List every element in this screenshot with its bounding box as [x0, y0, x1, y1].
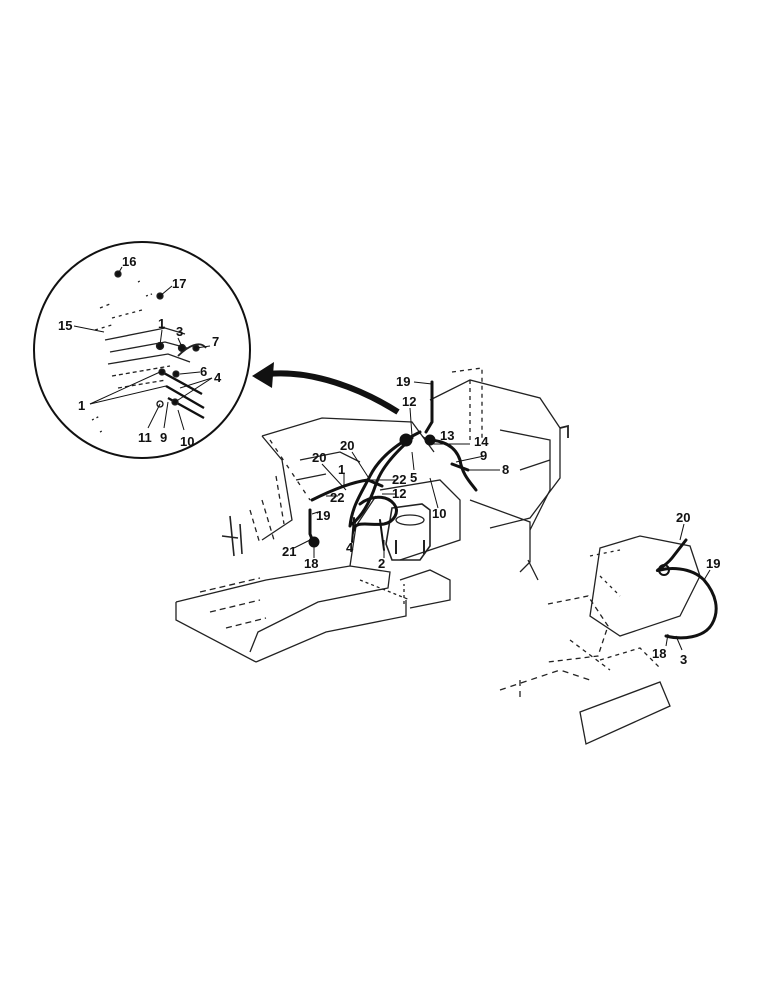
callout-4: 4 [214, 370, 222, 385]
rear-leaders [665, 523, 711, 651]
callout-15: 15 [58, 318, 72, 333]
callout-18: 18 [652, 646, 666, 661]
main-leaders [293, 381, 500, 558]
callout-1: 1 [78, 398, 85, 413]
callout-2: 2 [378, 556, 385, 571]
callout-1: 1 [338, 462, 345, 477]
callout-19: 19 [396, 374, 410, 389]
callout-1: 1 [158, 316, 165, 331]
callout-10: 10 [432, 506, 446, 521]
detail-circle [33, 241, 251, 459]
callout-19: 19 [706, 556, 720, 571]
callout-22: 22 [330, 490, 344, 505]
callout-3: 3 [176, 324, 183, 339]
callout-6: 6 [200, 364, 207, 379]
callout-20: 20 [676, 510, 690, 525]
callout-20: 20 [340, 438, 354, 453]
callout-9: 9 [480, 448, 487, 463]
callout-10: 10 [180, 434, 194, 449]
callout-12: 12 [392, 486, 406, 501]
detail-arrow [252, 362, 400, 415]
callout-3: 3 [680, 652, 687, 667]
callout-16: 16 [122, 254, 136, 269]
callout-20: 20 [312, 450, 326, 465]
callout-21: 21 [282, 544, 296, 559]
callout-13: 13 [440, 428, 454, 443]
callout-8: 8 [502, 462, 509, 477]
callout-4: 4 [346, 540, 354, 555]
tractor-body [175, 367, 569, 663]
callout-18: 18 [304, 556, 318, 571]
callout-22: 22 [392, 472, 406, 487]
callout-17: 17 [172, 276, 186, 291]
callouts: 16 17 15 1 3 7 6 4 1 11 9 10 19 12 13 14… [58, 254, 720, 667]
callout-14: 14 [474, 434, 489, 449]
rear-detail-view [499, 535, 701, 745]
callout-12: 12 [402, 394, 416, 409]
callout-9: 9 [160, 430, 167, 445]
rear-pipe [655, 538, 718, 640]
callout-19: 19 [316, 508, 330, 523]
callout-11: 11 [138, 430, 152, 445]
inset-valve-assembly [91, 270, 207, 433]
callout-5: 5 [410, 470, 417, 485]
detail-inset [33, 241, 251, 459]
callout-7: 7 [212, 334, 219, 349]
